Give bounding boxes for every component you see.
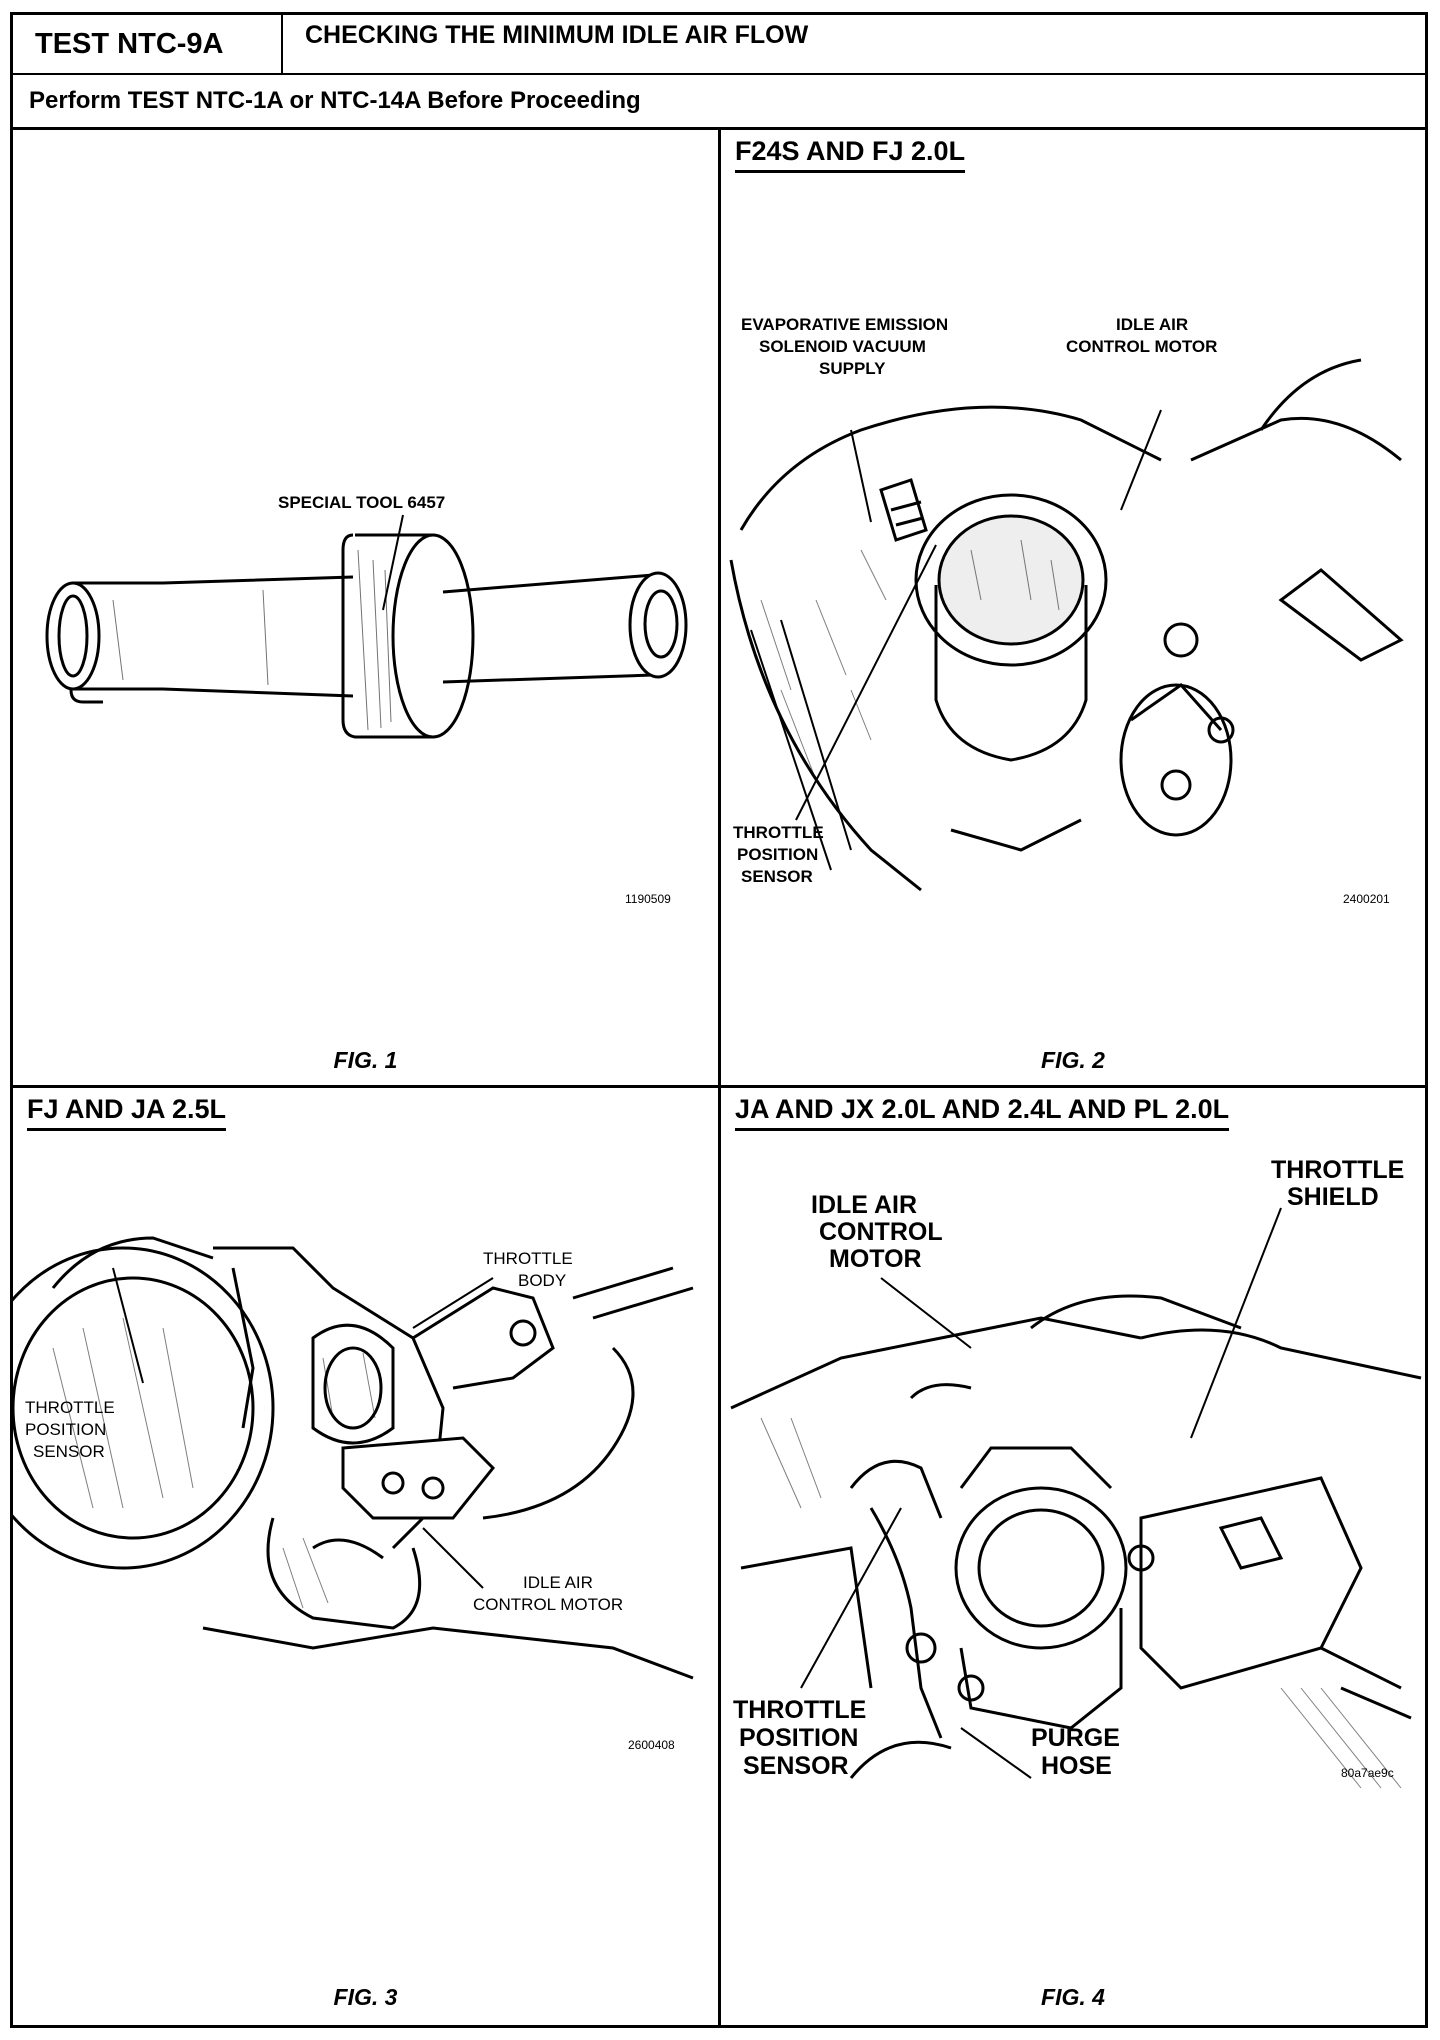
label-tps-3: SENSOR <box>743 1752 849 1780</box>
test-header: TEST NTC-9A CHECKING THE MINIMUM IDLE AI… <box>13 15 1425 130</box>
figure-panel-1: SPECIAL TOOL 6457 1190509 FIG. 1 <box>13 130 718 1085</box>
label-purge-2: HOSE <box>1041 1752 1112 1780</box>
label-iac-2: CONTROL <box>819 1218 943 1246</box>
label-evap-1: EVAPORATIVE EMISSION <box>741 315 948 334</box>
label-tps-1: THROTTLE <box>733 1696 866 1724</box>
label-iac-1: IDLE AIR <box>523 1573 593 1592</box>
label-tps-2: POSITION <box>25 1420 106 1439</box>
figure-1-code: 1190509 <box>625 892 671 906</box>
label-iac-2: CONTROL MOTOR <box>473 1595 623 1614</box>
figure-4-caption: FIG. 4 <box>1041 1984 1105 2010</box>
label-special-tool: SPECIAL TOOL 6457 <box>278 493 445 512</box>
figure-2-title: F24S AND FJ 2.0L <box>735 134 966 173</box>
figure-2-code: 2400201 <box>1343 892 1390 906</box>
figure-3-code: 2600408 <box>628 1738 675 1752</box>
label-throttle-shield-1: THROTTLE <box>1271 1156 1404 1184</box>
figure-4-code: 80a7ae9c <box>1341 1766 1394 1780</box>
label-tps-2: POSITION <box>737 845 818 864</box>
label-throttle-body-1: THROTTLE <box>483 1249 573 1268</box>
figure-panel-3: FJ AND JA 2.5L <box>13 1088 718 2022</box>
label-iac-2: CONTROL MOTOR <box>1066 337 1217 356</box>
label-throttle-body-2: BODY <box>518 1271 566 1290</box>
label-iac-3: MOTOR <box>829 1245 922 1273</box>
figure-2-caption: FIG. 2 <box>1041 1047 1105 1073</box>
test-id: TEST NTC-9A <box>13 15 283 73</box>
special-tool-illustration: SPECIAL TOOL 6457 <box>45 493 688 739</box>
figure-panel-2: F24S AND FJ 2.0L <box>721 130 1425 1085</box>
test-title: CHECKING THE MINIMUM IDLE AIR FLOW <box>305 21 809 49</box>
label-evap-3: SUPPLY <box>819 359 886 378</box>
figure-1-caption: FIG. 1 <box>333 1047 398 1073</box>
figure-panel-4: JA AND JX 2.0L AND 2.4L AND PL 2.0L <box>721 1088 1425 2022</box>
label-iac-1: IDLE AIR <box>811 1191 917 1219</box>
prerequisite-note: Perform TEST NTC-1A or NTC-14A Before Pr… <box>29 87 641 114</box>
figure-grid: SPECIAL TOOL 6457 1190509 FIG. 1 F24S AN… <box>13 130 1425 2025</box>
label-tps-1: THROTTLE <box>25 1398 115 1417</box>
throttle-body-illustration-3: THROTTLE BODY THROTTLE POSITION SENSOR I… <box>13 1236 694 1680</box>
grid-horizontal-divider <box>13 1085 1425 1088</box>
header-title-row: TEST NTC-9A CHECKING THE MINIMUM IDLE AI… <box>13 15 1425 75</box>
test-page-frame: TEST NTC-9A CHECKING THE MINIMUM IDLE AI… <box>10 12 1428 2028</box>
label-tps-3: SENSOR <box>33 1442 105 1461</box>
label-purge-1: PURGE <box>1031 1724 1120 1752</box>
label-tps-1: THROTTLE <box>733 823 824 842</box>
throttle-body-illustration-4: IDLE AIR CONTROL MOTOR THROTTLE SHIELD T… <box>730 1156 1422 1789</box>
figure-4-title: JA AND JX 2.0L AND 2.4L AND PL 2.0L <box>735 1092 1230 1131</box>
throttle-body-illustration-2: EVAPORATIVE EMISSION SOLENOID VACUUM SUP… <box>729 315 1404 892</box>
figure-3-caption: FIG. 3 <box>333 1984 398 2010</box>
label-throttle-shield-2: SHIELD <box>1287 1183 1379 1211</box>
label-tps-3: SENSOR <box>741 867 813 886</box>
label-tps-2: POSITION <box>739 1724 858 1752</box>
figure-3-title: FJ AND JA 2.5L <box>27 1092 227 1131</box>
grid-vertical-divider <box>718 130 721 2025</box>
label-iac-1: IDLE AIR <box>1116 315 1188 334</box>
label-evap-2: SOLENOID VACUUM <box>759 337 926 356</box>
